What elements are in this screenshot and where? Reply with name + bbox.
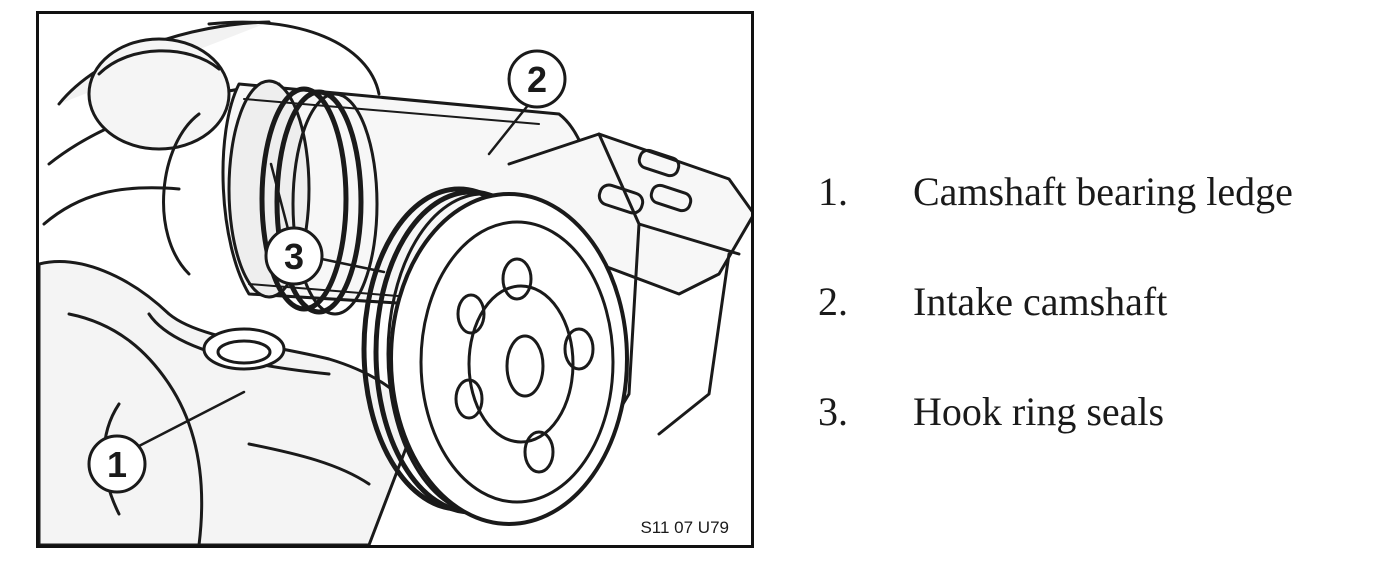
callout-1-number: 1	[107, 444, 127, 485]
legend-item-number: 2.	[818, 279, 848, 324]
camshaft-end-face	[389, 192, 629, 526]
legend-item-label: Hook ring seals	[913, 389, 1165, 434]
legend-item-2: 2. Intake camshaft	[818, 278, 1393, 326]
camshaft-bearing-ledge	[39, 260, 421, 545]
camshaft-rear-segment	[42, 20, 381, 226]
legend-item-number: 3.	[818, 389, 848, 434]
callout-3-number: 3	[284, 236, 304, 277]
legend-item-3: 3. Hook ring seals	[818, 388, 1393, 436]
figure-code: S11 07 U79	[640, 518, 729, 537]
parts-legend: 1. Camshaft bearing ledge 2. Intake cams…	[818, 168, 1393, 498]
legend-item-label: Intake camshaft	[913, 279, 1168, 324]
legend-item-number: 1.	[818, 169, 848, 214]
camshaft-illustration: 1 2 3 S11 07 U79	[36, 11, 754, 548]
callout-1: 1	[87, 434, 147, 494]
callout-3: 3	[264, 226, 324, 286]
legend-item-label: Camshaft bearing ledge	[913, 169, 1293, 214]
bearing-bracket-right	[507, 132, 751, 446]
callout-2-number: 2	[527, 59, 547, 100]
callout-2: 2	[507, 49, 567, 109]
legend-item-1: 1. Camshaft bearing ledge	[818, 168, 1393, 216]
